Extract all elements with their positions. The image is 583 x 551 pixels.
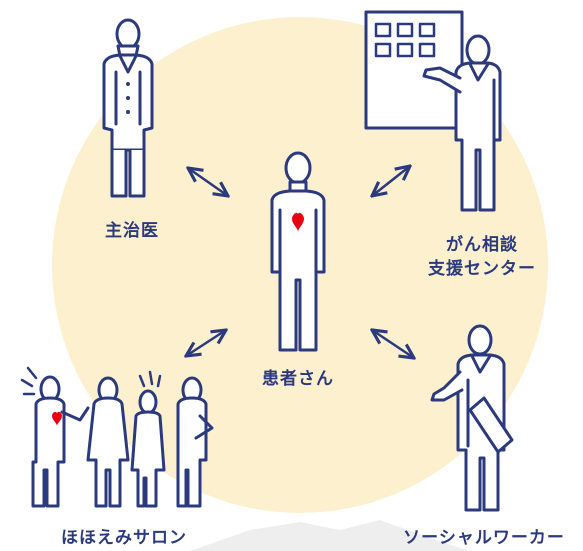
arrow-worker-patient xyxy=(372,330,414,358)
doctor-figure xyxy=(102,18,154,198)
mountain-silhouette xyxy=(190,520,470,551)
salon-group-figures xyxy=(31,375,214,508)
arrow-center-patient xyxy=(372,166,410,196)
arrow-salon-patient xyxy=(186,330,226,356)
patient-figure xyxy=(270,151,326,352)
salon-label: ほほえみサロン xyxy=(61,528,187,548)
salon-heart-icon xyxy=(52,411,62,426)
patient-heart-icon xyxy=(292,212,304,232)
center-label: がん相談 支援センター xyxy=(412,233,552,281)
emphasis-ticks xyxy=(20,366,162,396)
center-staff-figure xyxy=(364,10,502,212)
center-label-line1: がん相談 xyxy=(446,235,518,255)
patient-label: 患者さん xyxy=(262,369,334,389)
social-worker-figure xyxy=(430,324,514,512)
worker-label: ソーシャルワーカー xyxy=(403,528,565,548)
arrow-doctor-patient xyxy=(188,168,228,196)
center-label-line2: 支援センター xyxy=(428,259,536,279)
doctor-label: 主治医 xyxy=(105,221,159,241)
